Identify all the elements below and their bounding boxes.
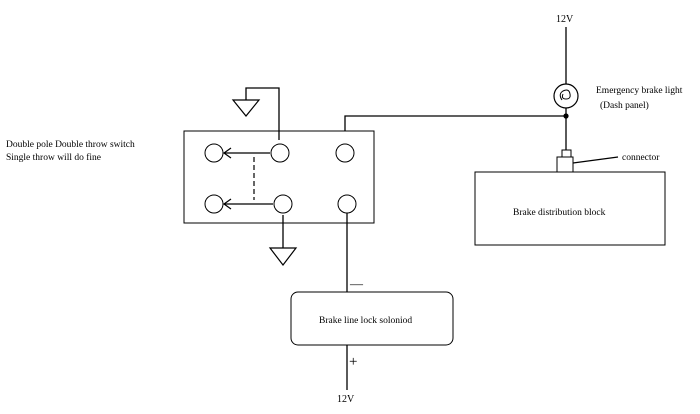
voltage-bottom-label: 12V	[337, 394, 355, 405]
switch-terminal	[204, 143, 224, 163]
switch-terminal	[335, 143, 355, 163]
switch-label-line2: Single throw will do fine	[6, 152, 101, 163]
switch-terminal	[273, 194, 293, 214]
brake-distribution-block	[474, 171, 666, 246]
switch-terminal	[204, 194, 224, 214]
switch-throw-arrow-icon	[222, 147, 270, 159]
voltage-top-label: 12V	[556, 14, 574, 25]
connector-label: connector	[622, 153, 660, 163]
switch-to-lamp-wire	[344, 115, 566, 150]
switch-terminal	[270, 143, 290, 163]
connector-label-leader	[572, 156, 619, 164]
switch-throw-arrow-icon	[222, 198, 273, 210]
emergency-light-label: Emergency brake light	[596, 86, 683, 96]
plus-sign: +	[349, 354, 357, 370]
brake-block-label: Brake distribution block	[513, 208, 606, 218]
ground-symbol-icon	[268, 247, 298, 266]
switch-terminal	[337, 194, 357, 214]
switch-label-line1: Double pole Double throw switch	[6, 140, 135, 150]
dash-panel-label: (Dash panel)	[600, 100, 649, 111]
lamp-icon	[553, 83, 579, 109]
minus-sign: —	[349, 276, 364, 291]
solenoid-label: Brake line lock soloniod	[319, 316, 412, 326]
ground-wire-top	[245, 87, 280, 140]
ground-symbol-icon	[231, 99, 261, 117]
connector-icon	[556, 149, 574, 173]
line-lock-solenoid	[290, 291, 454, 346]
